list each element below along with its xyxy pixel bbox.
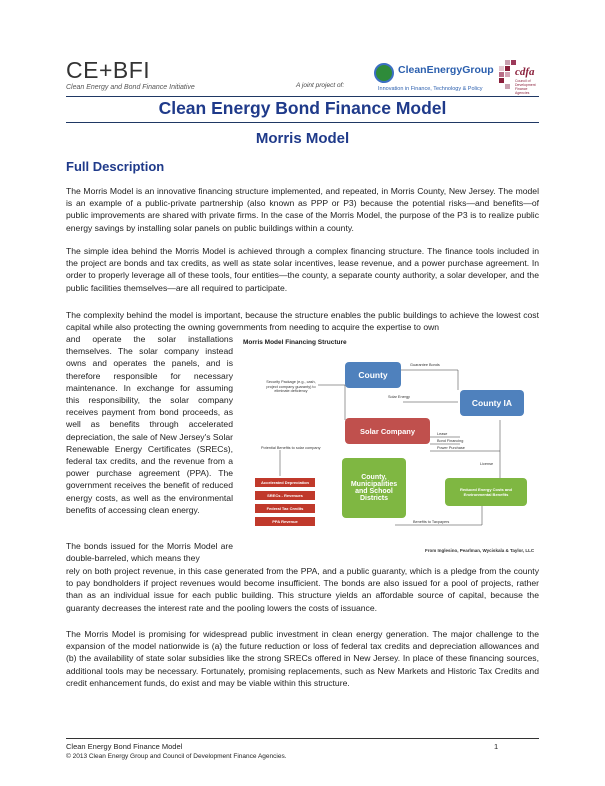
header-rule: [66, 96, 539, 97]
document-title: Clean Energy Bond Finance Model: [158, 98, 447, 118]
page-number: 1: [494, 742, 499, 751]
label-solar-energy: Solar Energy: [388, 395, 410, 399]
label-benefits-taxpayers: Benefits to Taxpayers: [413, 520, 450, 524]
label-security-package: Security Package (e.g., cash, project co…: [266, 380, 316, 393]
county-box: County: [345, 362, 401, 388]
cdfa-name: cdfa: [515, 66, 535, 78]
label-guarantee-bonds: Guarantee Bonds: [410, 363, 440, 367]
paragraph-bonds-start: The bonds issued for the Morris Model ar…: [66, 541, 233, 564]
county-ia-box: County IA: [460, 390, 524, 416]
paragraph-closing: The Morris Model is promising for widesp…: [66, 629, 539, 688]
figure-title: Morris Model Financing Structure: [243, 339, 347, 346]
title-rule: [66, 122, 539, 123]
joint-project-label: A joint project of:: [296, 82, 345, 89]
footer-doc-name: Clean Energy Bond Finance Model: [66, 742, 183, 751]
benefit-bar: PPA Revenue: [255, 517, 315, 526]
document-subtitle: Morris Model: [255, 130, 350, 147]
label-power-purchase: Power Purchase: [437, 446, 465, 450]
paragraph-bonds-rest: rely on both project revenue, in this ca…: [66, 566, 539, 613]
benefit-bar: SRECs - Revenues: [255, 491, 315, 500]
benefit-bar: Accelerated Depreciation: [255, 478, 315, 487]
label-bond-financing: Bond Financing: [437, 439, 464, 443]
footer-copyright: © 2013 Clean Energy Group and Council of…: [66, 753, 287, 760]
paragraph-structure: The simple idea behind the Morris Model …: [66, 246, 539, 293]
section-heading: Full Description: [66, 159, 165, 174]
clean-energy-group-logo-icon: [374, 63, 394, 83]
public-entities-box: County, Municipalities and School Distri…: [342, 458, 406, 518]
cdfa-logo-icon: [499, 60, 537, 98]
label-potential-benefits: Potential Benefits to solar company: [261, 446, 321, 450]
paragraph-complexity: The complexity behind the model is impor…: [66, 310, 539, 333]
footer-rule: [66, 738, 539, 739]
cdfa-full-name: Council of Development Finance Agencies: [515, 79, 536, 95]
label-lease: Lease: [437, 432, 448, 436]
paragraph-intro: The Morris Model is an innovative financ…: [66, 186, 539, 233]
clean-energy-group-name: CleanEnergyGroup: [398, 64, 494, 76]
solar-company-box: Solar Company: [345, 418, 430, 444]
figure-credit: From Inglesino, Pearlman, Wyciskala & Ta…: [425, 548, 535, 553]
label-license: License: [480, 462, 494, 466]
cebfi-logo-subtitle: Clean Energy and Bond Finance Initiative: [66, 84, 195, 91]
benefit-bar: Federal Tax Credits: [255, 504, 315, 513]
paragraph-wrap: and operate the solar installations them…: [66, 334, 233, 515]
reduced-costs-box: Reduced Energy Costs and Environmental B…: [445, 478, 527, 506]
clean-energy-group-tagline: Innovation in Finance, Technology & Poli…: [378, 86, 483, 92]
cebfi-logo: CE+BFI: [66, 57, 151, 83]
